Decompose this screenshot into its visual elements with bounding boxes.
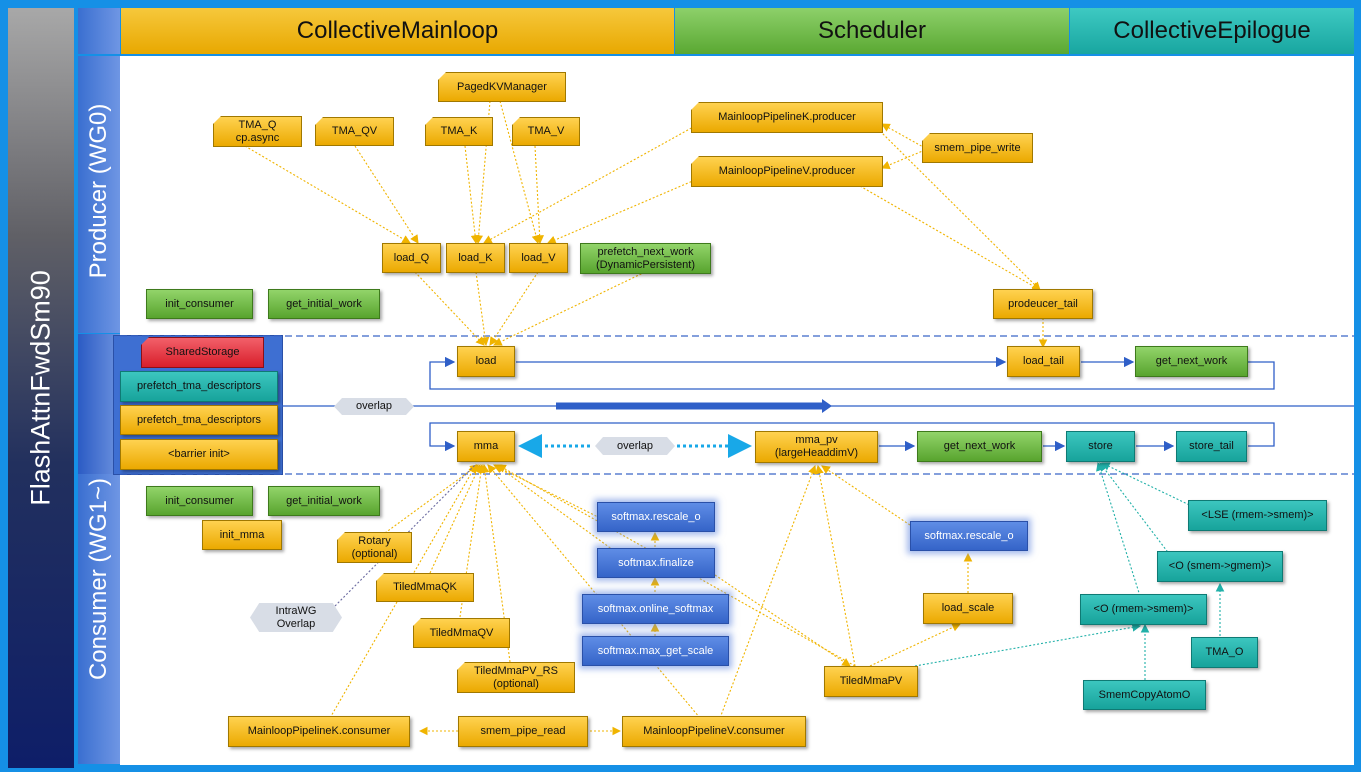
tiled-mma-qv-node: TiledMmaQV (413, 618, 510, 648)
producer-connectors (244, 100, 1048, 349)
load-v-node: load_V (509, 243, 568, 273)
get-next-work-bottom-node: get_next_work (917, 431, 1042, 462)
prefetch-tma-descriptors-node: prefetch_tma_descriptors (120, 405, 278, 435)
load-scale-node: load_scale (923, 593, 1013, 624)
load-q-node: load_Q (382, 243, 441, 273)
store-tail-node: store_tail (1176, 431, 1247, 462)
softmax-online-softmax-node: softmax.online_softmax (582, 594, 729, 624)
tiled-mma-pv-rs-sublabel: (optional) (493, 677, 539, 690)
rotary-sublabel: (optional) (351, 547, 398, 560)
producer-tail-node: prodeucer_tail (993, 289, 1093, 319)
get-next-work-top-node: get_next_work (1135, 346, 1248, 377)
pipeline-v-producer-node: MainloopPipelineV.producer (691, 156, 883, 187)
load-node: load (457, 346, 515, 377)
load-tail-node: load_tail (1007, 346, 1080, 377)
column-header-scheduler: Scheduler (675, 8, 1069, 54)
paged-kv-manager-node: PagedKVManager (438, 72, 566, 102)
prefetch-tma-descriptors-teal-node: prefetch_tma_descriptors (120, 371, 278, 402)
softmax-rescale-o-right-node: softmax.rescale_o (910, 521, 1028, 551)
prefetch-next-work-label: prefetch_next_work (597, 245, 694, 258)
pipeline-k-producer-node: MainloopPipelineK.producer (691, 102, 883, 133)
tma-q-label: TMA_Q (238, 118, 277, 131)
intra-wg-sublabel: Overlap (276, 617, 316, 630)
loop-connectors (429, 356, 1275, 452)
tma-k-node: TMA_K (425, 117, 493, 146)
tma-o-node: TMA_O (1191, 637, 1258, 668)
producer-init-consumer-node: init_consumer (146, 289, 253, 319)
softmax-rescale-o-left-node: softmax.rescale_o (597, 502, 715, 532)
consumer-init-consumer-node: init_consumer (146, 486, 253, 516)
barrier-init-node: <barrier init> (120, 439, 278, 470)
init-mma-node: init_mma (202, 520, 282, 550)
o-rmem-smem-node: <O (rmem->smem)> (1080, 594, 1207, 625)
store-node: store (1066, 431, 1135, 462)
softmax-finalize-node: softmax.finalize (597, 548, 715, 578)
column-header-epilogue: CollectiveEpilogue (1070, 8, 1354, 54)
smem-copy-atom-o-node: SmemCopyAtomO (1083, 680, 1206, 710)
softmax-max-get-scale-node: softmax.max_get_scale (582, 636, 729, 666)
tiled-mma-pv-node: TiledMmaPV (824, 666, 918, 697)
mma-pv-sublabel: (largeHeaddimV) (774, 447, 859, 459)
rotary-label: Rotary (358, 534, 391, 547)
tma-q-node: TMA_Q cp.async (213, 116, 302, 147)
producer-lane-band: Producer (WG0) (78, 56, 120, 333)
tiled-mma-qk-node: TiledMmaQK (376, 573, 474, 602)
rotary-node: Rotary (optional) (337, 532, 412, 563)
prefetch-next-work-node: prefetch_next_work (DynamicPersistent) (580, 243, 711, 274)
o-smem-gmem-node: <O (smem->gmem)> (1157, 551, 1283, 582)
epilogue-connectors (914, 461, 1225, 680)
load-k-node: load_K (446, 243, 505, 273)
intra-wg-label: IntraWG (275, 604, 317, 617)
header-corner-cell (78, 8, 120, 54)
producer-get-initial-work-node: get_initial_work (268, 289, 380, 319)
smem-pipe-read-node: smem_pipe_read (458, 716, 588, 747)
pipeline-v-consumer-node: MainloopPipelineV.consumer (622, 716, 806, 747)
pipeline-k-consumer-node: MainloopPipelineK.consumer (228, 716, 410, 747)
shared-storage-node: SharedStorage (141, 337, 264, 368)
tiled-mma-pv-rs-label: TiledMmaPV_RS (474, 664, 558, 677)
consumer-lane-band: Consumer (WG1~) (78, 474, 120, 764)
tma-q-sublabel: cp.async (235, 131, 280, 144)
mma-pv-node: mma_pv (largeHeaddimV) (755, 431, 878, 463)
overlap-top-label: overlap (334, 398, 414, 415)
smem-pipe-write-node: smem_pipe_write (922, 133, 1033, 163)
lse-rmem-smem-node: <LSE (rmem->smem)> (1188, 500, 1327, 531)
tiled-mma-pv-rs-node: TiledMmaPV_RS (optional) (457, 662, 575, 693)
mma-node: mma (457, 431, 515, 462)
prefetch-next-work-sublabel: (DynamicPersistent) (595, 258, 696, 271)
consumer-get-initial-work-node: get_initial_work (268, 486, 380, 516)
intra-wg-overlap-label: IntraWG Overlap (250, 603, 342, 632)
overlap-mid-label: overlap (595, 437, 675, 455)
title-strip: FlashAttnFwdSm90 (8, 8, 74, 768)
tma-v-node: TMA_V (512, 117, 580, 146)
tma-qv-node: TMA_QV (315, 117, 394, 146)
overlap-bar-head (822, 399, 832, 413)
column-header-mainloop: CollectiveMainloop (121, 8, 674, 54)
mma-pv-label: mma_pv (795, 434, 838, 446)
